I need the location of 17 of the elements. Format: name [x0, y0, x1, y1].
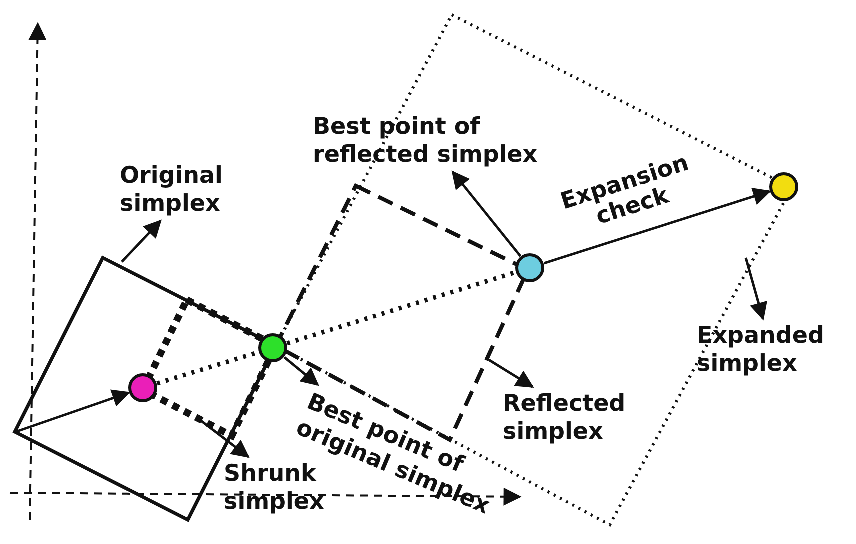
arrow: [488, 358, 534, 388]
arrow: [121, 220, 162, 263]
simplex-label: Best point of reflected simplex: [313, 113, 543, 170]
simplex-label: Expanded simplex: [697, 322, 847, 378]
arrow: [544, 188, 772, 265]
point-dot: [516, 254, 544, 282]
point-dot: [258, 334, 288, 362]
arrow: [199, 419, 250, 458]
point-dot: [128, 374, 158, 402]
arrow: [16, 390, 130, 434]
arrow: [452, 170, 522, 258]
arrow: [744, 258, 768, 321]
arrow: [284, 356, 320, 386]
point-dot: [770, 172, 798, 202]
simplex-label: Reflected simplex: [503, 390, 663, 446]
dotted-line: [286, 270, 516, 346]
simplex-label: Original simplex: [120, 162, 260, 218]
